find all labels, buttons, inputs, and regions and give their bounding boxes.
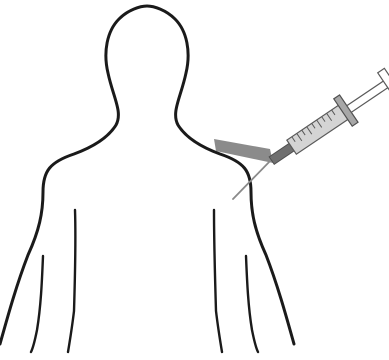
syringe-hub: [269, 143, 294, 164]
syringe-icon: [233, 66, 389, 199]
human-silhouette-icon: [0, 6, 294, 344]
right-arm-line: [214, 210, 222, 352]
left-arm-line: [68, 210, 75, 352]
deltoid-shadow: [214, 139, 273, 163]
right-arm-inner-line: [246, 256, 258, 352]
syringe-plunger-rod: [347, 81, 389, 113]
syringe-barrel: [287, 104, 350, 154]
left-arm-inner-line: [31, 256, 43, 352]
